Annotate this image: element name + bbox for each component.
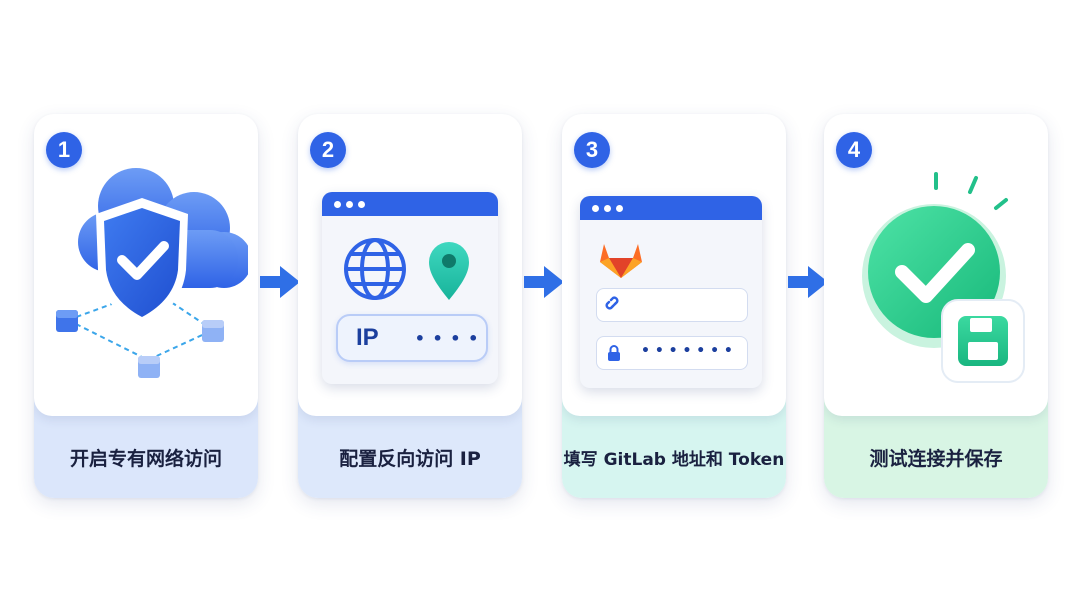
location-pin-icon <box>429 242 469 300</box>
step-label: 配置反向访问 IP <box>339 447 481 470</box>
step-label: 填写 GitLab 地址和 Token <box>563 449 785 470</box>
arrow-right-icon <box>260 266 300 298</box>
step-card-1: 1 <box>34 114 258 498</box>
arrow-right-icon <box>788 266 828 298</box>
masked-value: • • • • <box>414 328 480 348</box>
sparkle-lines <box>934 172 1008 210</box>
link-icon <box>605 296 619 310</box>
step-card-4: 4 测试连接并保存 <box>824 114 1048 498</box>
success-save-illustration <box>862 172 1025 383</box>
arrow-right-icon <box>524 266 564 298</box>
step-label: 测试连接并保存 <box>869 447 1003 470</box>
ip-label: IP <box>356 324 379 351</box>
gitlab-logo-icon <box>600 244 642 278</box>
masked-value: • • • • • • • <box>641 343 733 359</box>
step-card-2: 2 IP • • • • 配置反向访问 IP <box>298 114 522 498</box>
browser-titlebar <box>580 196 762 220</box>
step-card-3: 3 • • • • • • • 填写 GitLab 地址和 Token <box>562 114 786 498</box>
lock-icon <box>608 345 620 361</box>
cloud-shield-network-illustration <box>56 168 248 378</box>
shield-check-icon <box>96 198 188 328</box>
step-number-badge: 4 <box>836 132 872 168</box>
node-cube-icon <box>202 320 224 342</box>
step-label: 开启专有网络访问 <box>69 447 222 470</box>
browser-titlebar <box>322 192 498 216</box>
step-number-badge: 3 <box>574 132 610 168</box>
save-icon <box>941 299 1025 383</box>
globe-icon <box>344 238 406 300</box>
step-number-badge: 1 <box>46 132 82 168</box>
gitlab-url-input <box>596 288 748 322</box>
node-cube-icon <box>56 310 78 332</box>
token-input: • • • • • • • <box>596 336 748 370</box>
ip-input-field: IP • • • • <box>336 314 488 362</box>
node-cube-icon <box>138 356 160 378</box>
step-number-badge: 2 <box>310 132 346 168</box>
